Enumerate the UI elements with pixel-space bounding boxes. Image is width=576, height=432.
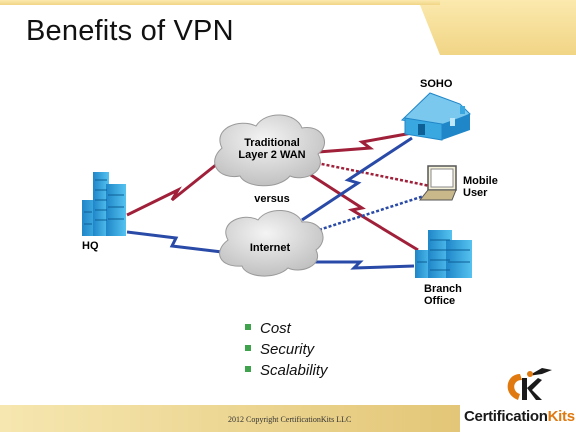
branch-building-icon [415, 230, 472, 278]
slide-title: Benefits of VPN [26, 15, 234, 47]
bullet-square-icon [245, 345, 251, 351]
branch-label-line1: Branch [424, 283, 462, 295]
benefit-item: Security [245, 339, 328, 360]
link-internet-branch [305, 260, 415, 270]
link-wan-branch [299, 166, 419, 252]
benefit-item: Scalability [245, 360, 328, 381]
benefit-text: Security [260, 341, 315, 358]
benefit-text: Scalability [260, 362, 328, 379]
logo-text-part1: Certification [464, 408, 548, 425]
title-bar-top-strip [0, 0, 440, 5]
mobile-label-line2: User [463, 187, 488, 199]
internet-cloud: Internet [219, 210, 324, 277]
logo-text-part2: Kits [547, 408, 575, 425]
benefits-list: Cost Security Scalability [245, 318, 328, 381]
link-internet-soho [301, 136, 413, 222]
soho-house-icon [400, 92, 471, 141]
title-bar-right-shape [0, 0, 576, 55]
certificationkits-logo-icon [507, 368, 552, 400]
link-hq-internet [126, 230, 223, 254]
footer-bar [0, 405, 460, 432]
wan-cloud-label-line1: Traditional [244, 137, 300, 149]
copyright-text: 2012 Copyright CertificationKits LLC [228, 415, 352, 424]
bullet-square-icon [245, 366, 251, 372]
hq-label: HQ [82, 240, 99, 252]
benefit-item: Cost [245, 318, 328, 339]
versus-label: versus [254, 193, 289, 205]
soho-label: SOHO [420, 78, 453, 90]
certificationkits-logo-text: CertificationKits [464, 408, 575, 425]
branch-label-line2: Office [424, 295, 455, 307]
title-bar [0, 0, 576, 55]
wan-cloud: Traditional Layer 2 WAN [214, 114, 325, 187]
mobile-laptop-icon [418, 165, 457, 201]
mobile-label-line1: Mobile [463, 175, 498, 187]
link-wan-soho [317, 131, 413, 154]
benefit-text: Cost [260, 320, 291, 337]
hq-building-icon [82, 172, 126, 236]
internet-cloud-label: Internet [250, 242, 291, 254]
link-hq-wan [126, 158, 223, 217]
link-wan-mobile [301, 158, 431, 188]
wan-links [126, 131, 431, 252]
wan-cloud-label-line2: Layer 2 WAN [238, 149, 305, 161]
bullet-square-icon [245, 324, 251, 330]
